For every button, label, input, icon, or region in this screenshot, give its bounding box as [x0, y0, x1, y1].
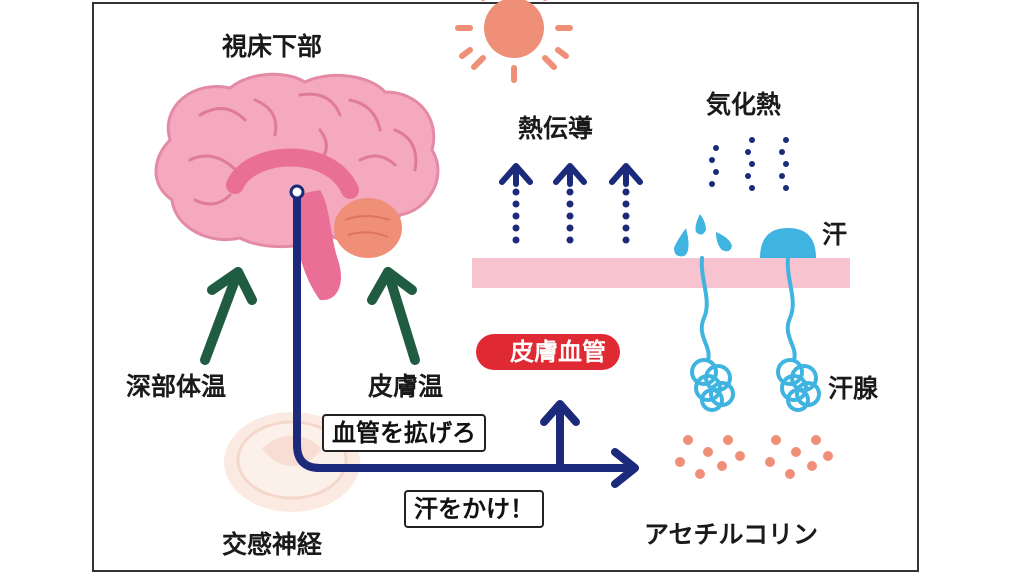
sweat-drop-icon — [760, 228, 816, 258]
skin-temp-label: 皮膚温 — [368, 372, 444, 401]
sweat-splash-icon — [674, 214, 732, 257]
sweat-gland-left — [690, 256, 735, 412]
skin-temp-arrow — [367, 267, 420, 365]
sweat-command-callout: 汗をかけ！ — [404, 490, 544, 528]
skin-blood-vessel-badge: 皮膚血管 — [476, 334, 620, 370]
nerve-origin-dot — [289, 184, 305, 200]
sympathetic-nerve-label: 交感神経 — [222, 530, 323, 559]
vaporization-dots — [709, 137, 789, 191]
acetylcholine-label: アセチルコリン — [644, 520, 819, 549]
heat-conduction-label: 熱伝導 — [518, 114, 594, 143]
brain-icon — [154, 72, 440, 301]
deep-body-temp-arrow — [200, 267, 257, 365]
sweat-gland-label: 汗腺 — [828, 374, 879, 403]
dilate-vessels-callout: 血管を拡げろ — [322, 414, 486, 452]
heat-conduction-arrows — [499, 163, 643, 244]
skin-layer — [472, 258, 850, 288]
hypothalamus-label: 視床下部 — [222, 32, 323, 61]
deep-body-temp-label: 深部体温 — [126, 372, 227, 401]
sweat-label: 汗 — [822, 220, 848, 249]
sweat-gland-right — [776, 256, 821, 412]
heat-of-vaporization-label: 気化熱 — [706, 90, 782, 119]
acetylcholine-dots — [675, 435, 833, 479]
nerve-signal-path — [293, 191, 639, 488]
sun-icon — [455, 0, 573, 83]
